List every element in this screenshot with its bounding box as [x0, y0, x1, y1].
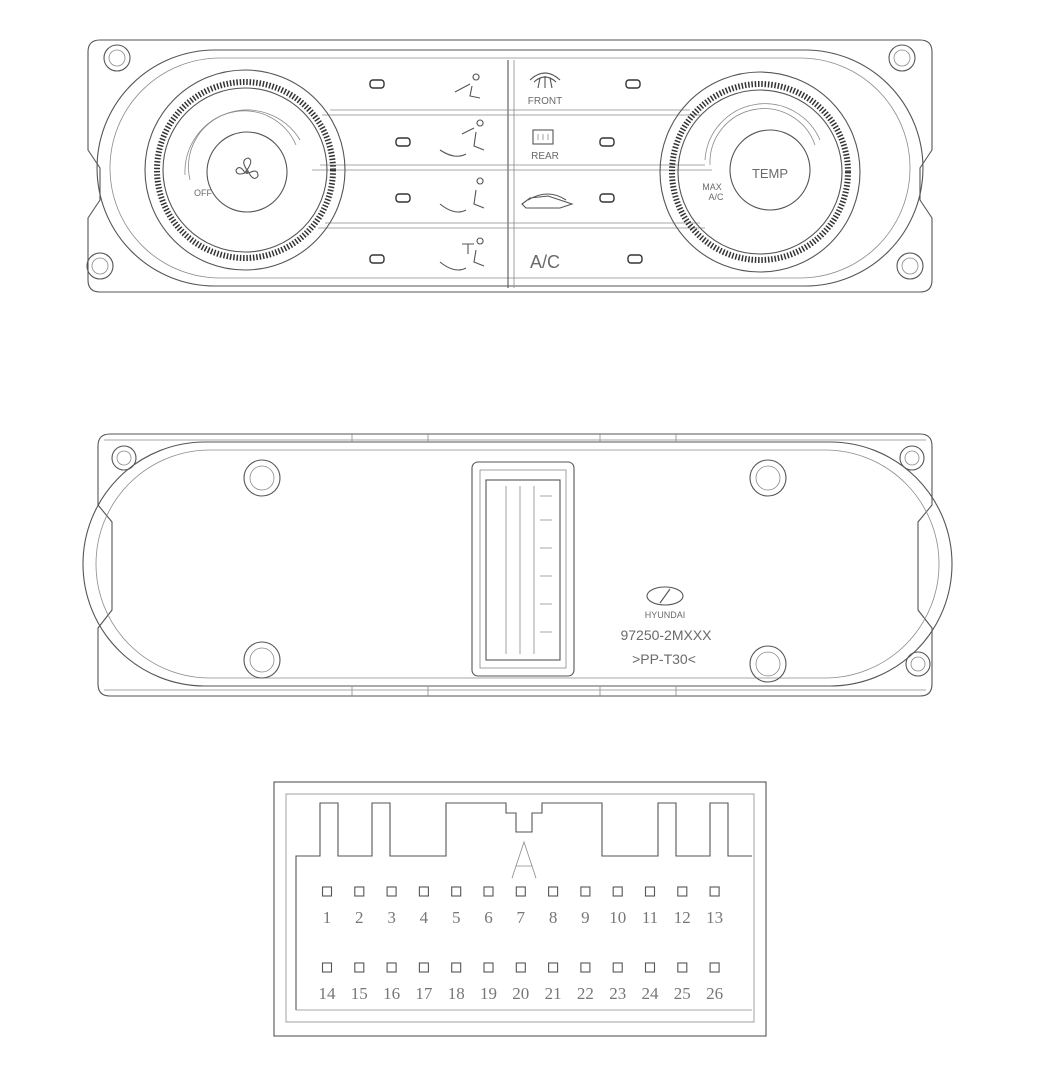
- pin-cavity: [354, 962, 365, 973]
- bottom-pin-row: 14 15 16 17 18 19 20 21 22 23 24 25 26: [319, 962, 723, 1003]
- pin-cavity: [709, 886, 720, 897]
- pin-number: 9: [581, 908, 590, 927]
- pin-cavity: [483, 962, 494, 973]
- connector-socket: [471, 461, 575, 677]
- pin-cavity: [580, 886, 591, 897]
- part-number: 97250-2MXXX: [620, 627, 712, 643]
- pin-cavity: [386, 962, 397, 973]
- screw-hole: [896, 252, 924, 280]
- mode-button-bi-level[interactable]: [395, 119, 485, 157]
- pin-cavity: [644, 886, 656, 897]
- front-defrost-icon: [529, 72, 561, 89]
- front-defrost-button[interactable]: FRONT: [528, 72, 641, 107]
- pin-cavity: [321, 886, 333, 897]
- hyundai-logo: [646, 586, 684, 606]
- pin-number: 17: [415, 984, 433, 1003]
- pin-cavity: [677, 962, 688, 973]
- pin-number: 22: [577, 984, 594, 1003]
- mounting-boss: [749, 645, 787, 683]
- rear-defrost-label: REAR: [531, 151, 559, 162]
- max-ac-label-max: MAX: [702, 182, 722, 192]
- pin-cavity: [483, 886, 494, 897]
- pin-number: 1: [323, 908, 332, 927]
- material-code: >PP-T30<: [632, 651, 696, 667]
- pin-number: 19: [480, 984, 497, 1003]
- ac-button-label: A/C: [530, 252, 560, 272]
- pin-cavity: [418, 886, 429, 897]
- pin-cavity: [515, 962, 526, 973]
- screw-hole: [111, 445, 137, 471]
- pin-number: 11: [642, 908, 658, 927]
- pin-cavity: [354, 886, 365, 897]
- pin-number: 4: [420, 908, 429, 927]
- recirculation-car-icon: [521, 193, 574, 209]
- pin-cavity: [644, 962, 656, 973]
- mode-button-vent[interactable]: [369, 73, 481, 99]
- pin-number: 24: [642, 984, 660, 1003]
- pin-cavity: [677, 886, 688, 897]
- pin-number: 10: [609, 908, 626, 927]
- pin-number: 18: [448, 984, 465, 1003]
- connector-key-letter: A: [0, 0, 1, 1]
- pin-number: 13: [706, 908, 723, 927]
- recirculation-button[interactable]: [521, 193, 615, 209]
- screw-hole: [103, 44, 131, 72]
- key-letter-glyph: [511, 840, 537, 879]
- fan-off-label: OFF: [194, 188, 212, 198]
- pin-cavity: [548, 886, 559, 897]
- screw-hole: [905, 651, 931, 677]
- brand-name: HYUNDAI: [645, 610, 686, 620]
- pin-number: 23: [609, 984, 626, 1003]
- temperature-label: TEMP: [752, 166, 788, 181]
- fan-speed-knob[interactable]: OFF: [144, 69, 346, 271]
- pin-number: 15: [351, 984, 368, 1003]
- pin-cavity: [548, 962, 559, 973]
- temperature-knob[interactable]: TEMP MAX A/C: [659, 71, 861, 273]
- front-defrost-label: FRONT: [528, 96, 562, 107]
- pin-number: 8: [549, 908, 558, 927]
- pin-cavity: [612, 962, 623, 973]
- pin-number: 2: [355, 908, 364, 927]
- mounting-boss: [243, 641, 281, 679]
- screw-hole: [899, 445, 925, 471]
- pin-number: 14: [319, 984, 337, 1003]
- pin-cavity: [451, 886, 462, 897]
- screw-hole: [888, 44, 916, 72]
- button-grid: [312, 60, 712, 288]
- ac-button[interactable]: A/C: [530, 252, 643, 272]
- pin-number: 3: [387, 908, 396, 927]
- pin-cavity: [418, 962, 429, 973]
- pin-cavity: [451, 962, 462, 973]
- front-view-control-panel: FRONT REAR A/C: [86, 39, 933, 293]
- fan-icon: [235, 157, 259, 179]
- mounting-boss: [749, 459, 787, 497]
- pin-cavity: [515, 886, 526, 897]
- pin-number: 26: [706, 984, 723, 1003]
- pin-cavity: [580, 962, 591, 973]
- screw-hole: [86, 252, 114, 280]
- mode-button-floor[interactable]: [395, 177, 485, 213]
- pin-number: 7: [517, 908, 526, 927]
- pin-number: 25: [674, 984, 691, 1003]
- rear-defrost-icon: [532, 129, 554, 145]
- rear-view-housing: HYUNDAI 97250-2MXXX >PP-T30<: [82, 433, 953, 697]
- pin-cavity: [321, 962, 333, 973]
- pin-number: 12: [674, 908, 691, 927]
- mode-button-floor-defrost[interactable]: [369, 237, 485, 271]
- pin-number: 20: [512, 984, 529, 1003]
- pin-number: 6: [484, 908, 493, 927]
- pin-cavity: [386, 886, 397, 897]
- pin-number: 21: [545, 984, 562, 1003]
- pin-cavity: [709, 962, 720, 973]
- pin-number: 16: [383, 984, 400, 1003]
- pin-cavity: [612, 886, 623, 897]
- rear-defrost-button[interactable]: REAR: [531, 129, 615, 162]
- mounting-boss: [243, 459, 281, 497]
- pin-number: 5: [452, 908, 461, 927]
- max-ac-label-ac: A/C: [708, 192, 724, 202]
